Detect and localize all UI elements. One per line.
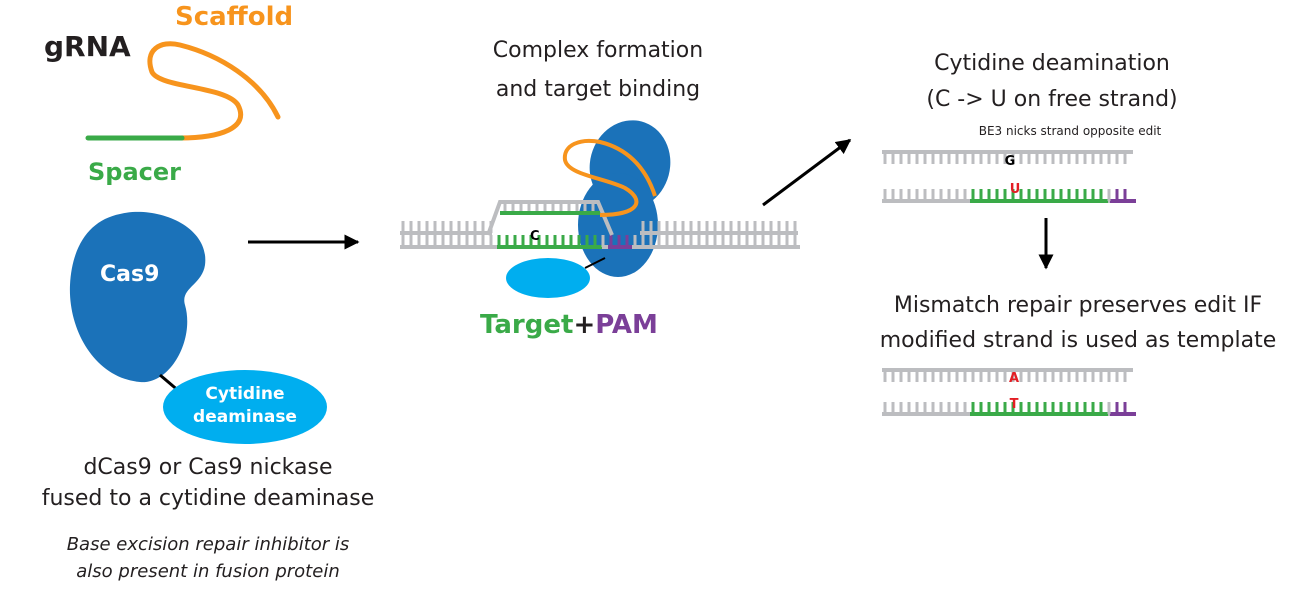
note-line2: also present in fusion protein: [76, 561, 339, 582]
base-g: G: [1005, 154, 1016, 169]
base-a: A: [1009, 371, 1019, 386]
panel2-title-line2: and target binding: [496, 77, 700, 102]
scaffold-complex: [562, 139, 657, 217]
cas9-protein: [69, 211, 206, 383]
caption-line2: fused to a cytidine deaminase: [42, 486, 375, 511]
deaminase-complex: [506, 258, 590, 298]
panel-mismatch-repair: Mismatch repair preserves edit IF modifi…: [880, 293, 1277, 416]
target-pam-label: Target+PAM: [480, 310, 658, 340]
note-line1: Base excision repair inhibitor is: [67, 534, 350, 555]
deaminase-label-line2: deaminase: [193, 407, 297, 427]
dna-duplex-repaired: [882, 368, 1136, 416]
panel-cytidine-deamination: Cytidine deamination (C -> U on free str…: [882, 51, 1178, 203]
base-c: C: [530, 229, 540, 244]
arrow-step2-to-step3: [762, 138, 852, 207]
base-u: U: [1010, 182, 1021, 197]
target-label: Target: [480, 310, 573, 340]
panel4-title-line2: modified strand is used as template: [880, 328, 1277, 353]
dna-duplex-deaminated: [882, 150, 1136, 203]
dna-duplex-bound: [400, 200, 800, 249]
dna-displaced-strand: [486, 200, 614, 236]
panel-complex-formation: Complex formation and target binding C T…: [400, 38, 800, 340]
caption-line1: dCas9 or Cas9 nickase: [83, 455, 332, 480]
plus-label: +: [573, 310, 595, 340]
deaminase-label-line1: Cytidine: [205, 384, 284, 404]
nick-note: BE3 nicks strand opposite edit: [979, 124, 1162, 138]
cas9-complex-lower: [578, 173, 658, 277]
base-t: T: [1010, 397, 1019, 412]
panel2-title-line1: Complex formation: [493, 38, 703, 63]
panel4-title-line1: Mismatch repair preserves edit IF: [894, 293, 1262, 318]
grna-label: gRNA: [44, 30, 131, 63]
panel-components: gRNA Scaffold Spacer Cas9 Cytidine deami…: [42, 2, 375, 582]
cas9-label: Cas9: [100, 262, 159, 287]
panel3-title-line1: Cytidine deamination: [934, 51, 1170, 76]
pam-label: PAM: [595, 310, 658, 340]
scaffold-rna: [147, 41, 281, 141]
scaffold-label: Scaffold: [175, 2, 293, 32]
linker-complex: [584, 257, 606, 269]
spacer-label: Spacer: [88, 158, 181, 186]
panel3-title-line2: (C -> U on free strand): [926, 87, 1177, 112]
cytidine-deaminase-protein: [163, 370, 327, 444]
